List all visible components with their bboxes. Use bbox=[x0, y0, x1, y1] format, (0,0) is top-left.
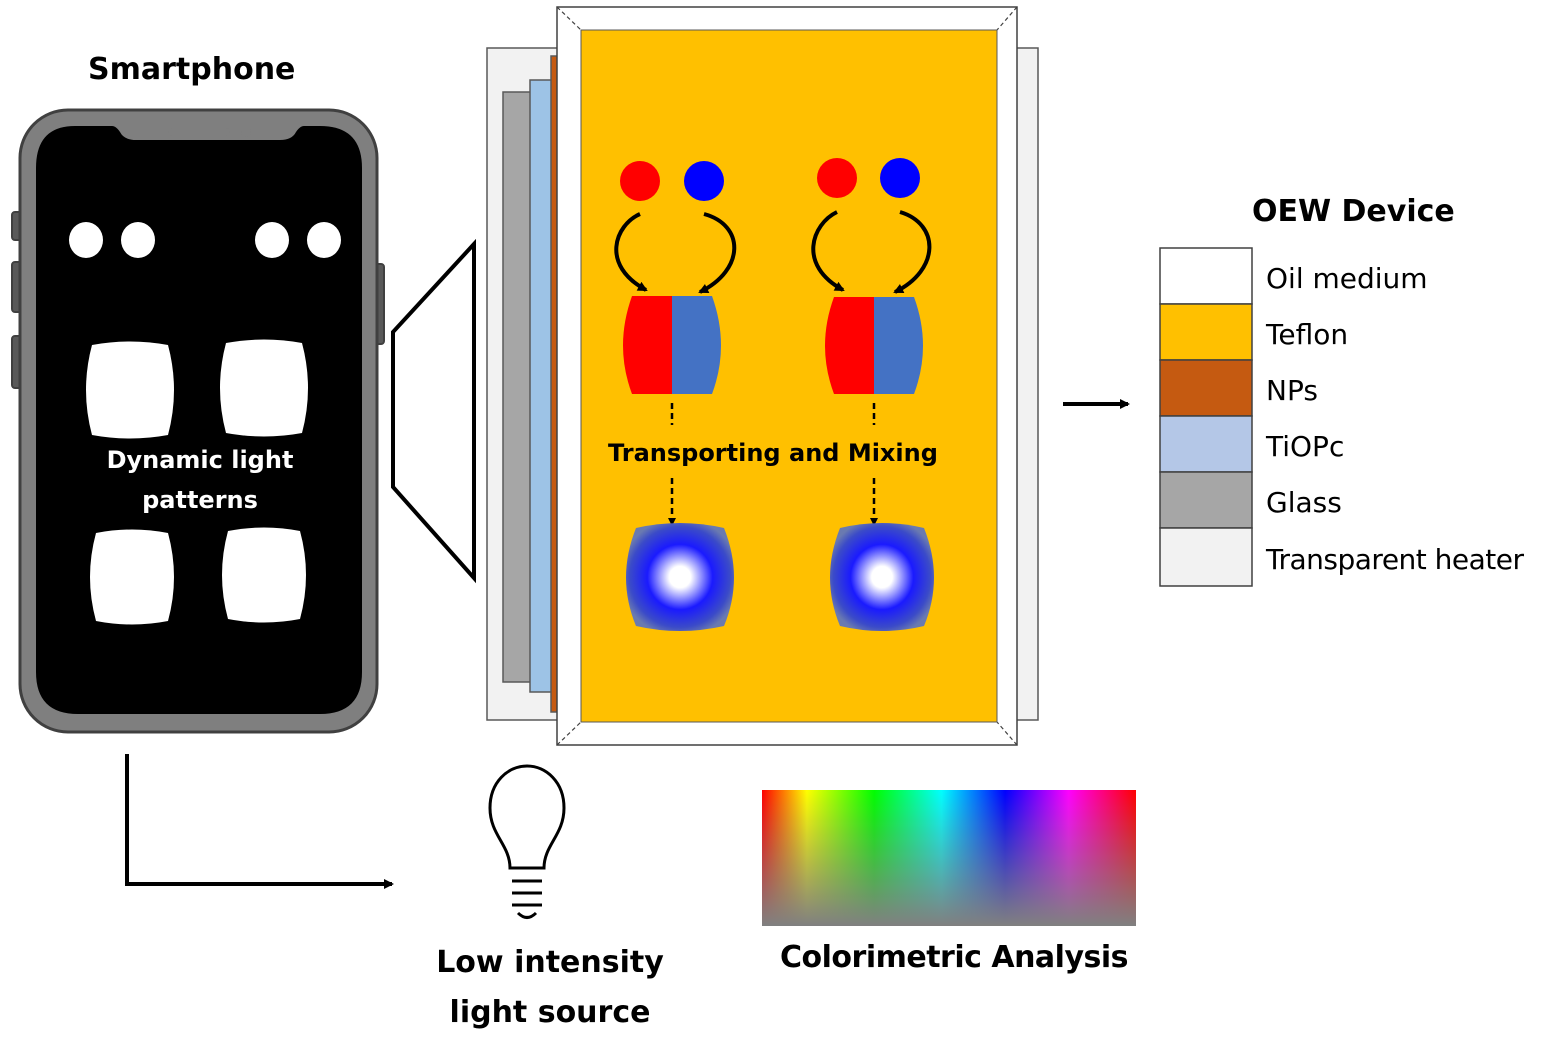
red-droplet bbox=[620, 161, 660, 201]
mixed-glowing-droplet bbox=[626, 523, 734, 631]
screen-dot bbox=[255, 222, 289, 258]
process-label-right: and Mixing bbox=[789, 439, 938, 467]
legend-label-oil: Oil medium bbox=[1266, 262, 1428, 295]
curved-arrow-right bbox=[893, 210, 932, 294]
legend-swatch-tiopc bbox=[1159, 415, 1253, 473]
droplet-group-left bbox=[614, 161, 737, 631]
device-glass-layer bbox=[502, 91, 534, 683]
merged-droplet-red-half bbox=[825, 297, 874, 394]
light-source-label: Low intensity light source bbox=[420, 938, 680, 1038]
device-frame-corner bbox=[996, 721, 1018, 746]
analysis-label: Colorimetric Analysis bbox=[780, 940, 1129, 975]
color-spectrum bbox=[762, 790, 1136, 926]
device-frame-corner bbox=[556, 721, 582, 746]
red-droplet bbox=[817, 158, 857, 198]
curved-arrow-left bbox=[811, 210, 845, 292]
screen-text-line1: Dynamic light bbox=[106, 446, 294, 474]
screen-dot bbox=[307, 222, 341, 258]
screen-text-line2: patterns bbox=[142, 486, 258, 514]
legend-label-teflon: Teflon bbox=[1266, 318, 1349, 351]
lightbulb-icon bbox=[488, 764, 566, 919]
legend-label-heater: Transparent heater bbox=[1266, 543, 1524, 576]
merged-droplet-red-half bbox=[623, 296, 672, 394]
mixed-glowing-droplet bbox=[830, 523, 934, 631]
merged-droplet-blue-half bbox=[672, 296, 721, 394]
phone-screen bbox=[36, 126, 362, 714]
legend-swatch-teflon bbox=[1159, 303, 1253, 361]
blue-droplet bbox=[880, 158, 920, 198]
screen-text: Dynamic light patterns bbox=[98, 440, 302, 520]
smartphone-title: Smartphone bbox=[88, 52, 296, 87]
screen-dot bbox=[121, 222, 155, 258]
smartphone bbox=[11, 108, 385, 734]
curved-arrow-right bbox=[698, 212, 737, 294]
legend-swatch-glass bbox=[1159, 471, 1253, 529]
projection-cone bbox=[391, 238, 476, 584]
screen-light-pattern bbox=[220, 339, 308, 437]
phone-speaker bbox=[168, 128, 230, 136]
device-frame-corner bbox=[556, 6, 582, 31]
screen-dot bbox=[69, 222, 103, 258]
merged-droplet-blue-half bbox=[874, 297, 923, 394]
device-frame-corner bbox=[996, 6, 1018, 31]
phone-camera bbox=[241, 127, 251, 137]
legend-swatch-heater bbox=[1159, 527, 1253, 587]
screen-light-pattern bbox=[86, 341, 174, 439]
light-source-label-line1: Low intensity bbox=[436, 945, 664, 980]
curved-arrow-left bbox=[614, 212, 648, 292]
screen-light-pattern bbox=[222, 527, 306, 623]
oew-device bbox=[486, 6, 1039, 746]
legend-swatch-nps bbox=[1159, 359, 1253, 417]
screen-light-pattern bbox=[90, 529, 174, 625]
blue-droplet bbox=[684, 161, 724, 201]
arrow-to-light-source bbox=[125, 754, 394, 889]
droplet-group-right bbox=[811, 158, 934, 631]
legend-swatches bbox=[1159, 247, 1253, 587]
light-source-label-line2: light source bbox=[449, 995, 651, 1030]
legend-label-glass: Glass bbox=[1266, 486, 1342, 519]
legend-swatch-oil bbox=[1159, 247, 1253, 305]
legend-label-nps: NPs bbox=[1266, 374, 1318, 407]
legend-title: OEW Device bbox=[1252, 194, 1455, 229]
legend-label-tiopc: TiOPc bbox=[1266, 430, 1345, 463]
process-label-left: Transporting bbox=[608, 439, 781, 467]
